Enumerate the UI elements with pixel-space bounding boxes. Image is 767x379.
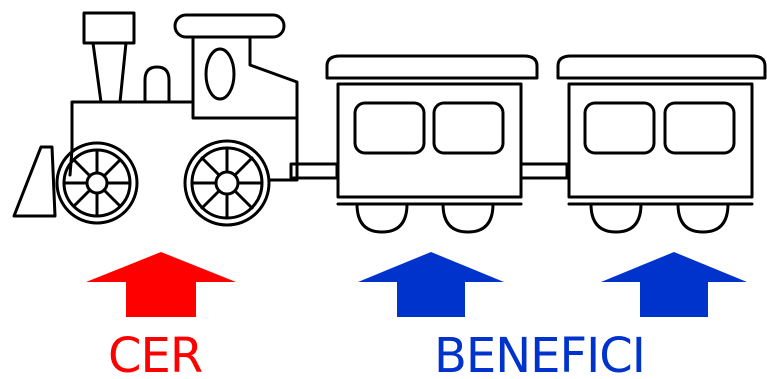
locomotive-label: CER	[108, 332, 202, 379]
wagon-body	[569, 84, 752, 197]
up-arrow-icon	[86, 252, 236, 317]
wagon-wheel	[678, 204, 728, 232]
smokestack-cap	[84, 13, 134, 43]
cowcatcher	[14, 147, 55, 216]
up-arrow-icon	[601, 252, 747, 317]
steam-dome	[145, 67, 169, 102]
up-arrow-icon	[358, 252, 504, 317]
wagon-icon	[558, 56, 765, 232]
front-wheel	[57, 143, 137, 223]
locomotive-icon	[14, 13, 337, 225]
wagon-window	[434, 103, 503, 153]
wagon-wheel	[443, 204, 493, 232]
wagon-icon	[327, 56, 567, 232]
wagon-wheel	[591, 204, 641, 232]
wagon-window	[665, 103, 734, 153]
wagon-window	[585, 103, 654, 153]
boiler	[70, 102, 297, 180]
coupler	[521, 164, 567, 178]
cab-window	[206, 49, 234, 99]
smokestack	[93, 43, 126, 102]
wagon-body	[338, 84, 521, 197]
rear-wheel	[185, 141, 269, 225]
wagons-label: BENEFICI	[434, 332, 645, 379]
wagon-wheel	[357, 204, 407, 232]
wagon-roof	[558, 56, 765, 78]
cab-roof	[175, 15, 284, 37]
wagon-window	[355, 103, 424, 153]
cab	[193, 37, 297, 118]
wagon-roof	[327, 56, 537, 78]
